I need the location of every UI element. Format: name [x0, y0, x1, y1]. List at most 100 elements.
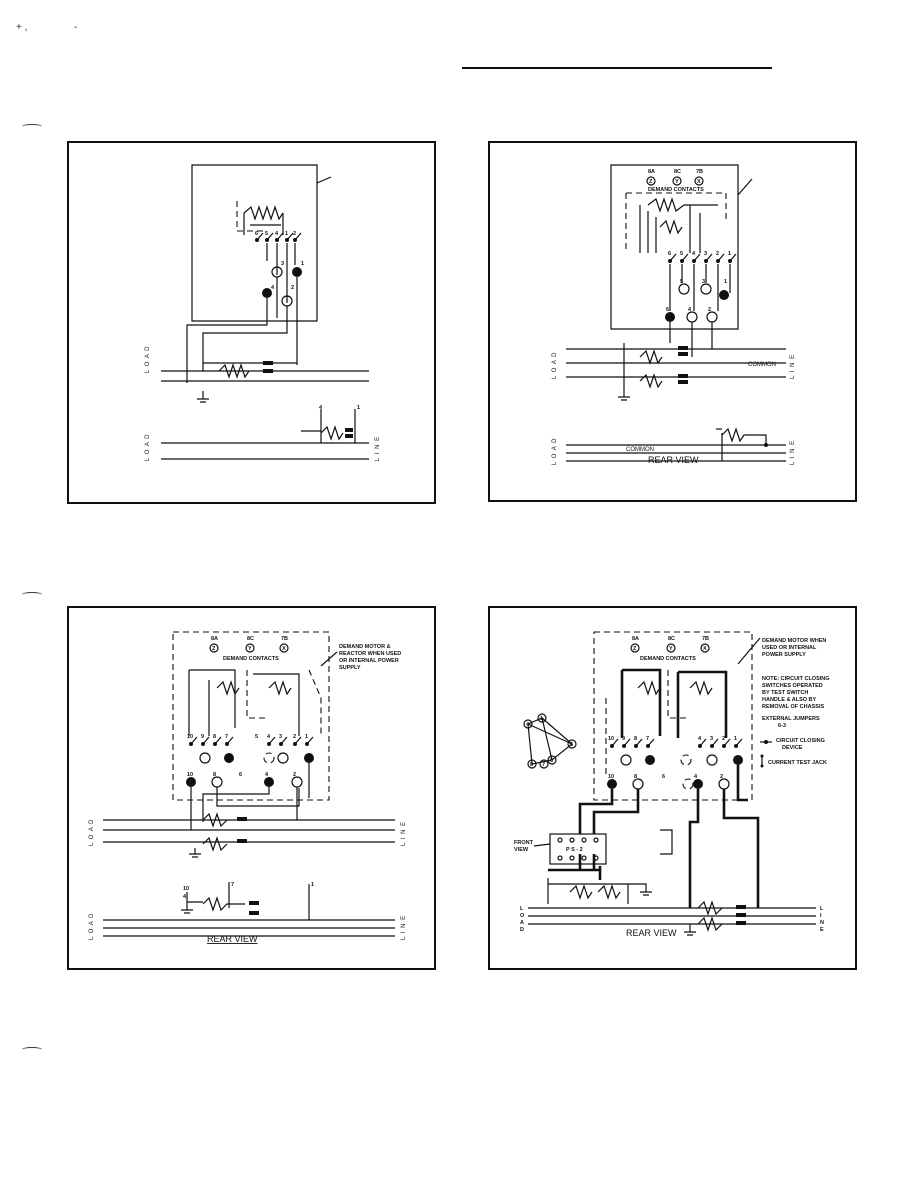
load-letter: A — [520, 920, 524, 926]
demand-circle: Z — [212, 646, 216, 652]
note-switch: BY TEST SWITCH — [762, 690, 808, 696]
margin-mark — [22, 1047, 42, 1052]
demand-tag: 8C — [668, 636, 675, 642]
switch-number: 2 — [293, 231, 296, 237]
jack-number: 4 — [265, 772, 269, 778]
star-number: 1 — [540, 716, 543, 722]
current-test-jack — [682, 778, 694, 790]
switch-number: 3 — [710, 736, 713, 742]
load-label: L O A D — [89, 913, 95, 940]
switch-number: 4 — [692, 251, 696, 257]
switch-number: 8 — [634, 736, 637, 742]
ps-2-terminal-block: P S - 2 — [549, 833, 607, 865]
switch-number: 2 — [293, 734, 296, 740]
demand-tag: 8A — [648, 169, 655, 175]
current-test-jack — [718, 778, 730, 790]
jack-number: 6 — [666, 307, 669, 313]
switch-number: 5 — [265, 231, 268, 237]
line-label: L I N E — [401, 915, 407, 940]
load-label: L O A D — [552, 352, 558, 379]
external-jumpers: EXTERNAL JUMPERS — [762, 716, 820, 722]
demand-contacts-label: DEMAND CONTACTS — [223, 656, 279, 662]
demand-tag: 8C — [247, 636, 254, 642]
switch-number: 5 — [255, 734, 258, 740]
load-letter: L — [520, 906, 524, 912]
line-letter: E — [820, 927, 824, 933]
switch-number: 9 — [622, 736, 625, 742]
jack-number: 2 — [708, 307, 711, 313]
load-label: L O A D — [552, 438, 558, 465]
line-label: L I N E — [375, 436, 381, 461]
jack-number: 8 — [213, 772, 216, 778]
legend-circuit-closing: DEVICE — [782, 745, 803, 751]
ps-2-label: P S - 2 — [566, 847, 583, 853]
line-label: L I N E — [790, 354, 796, 379]
switch-row — [668, 253, 737, 263]
line-letter: I — [820, 913, 822, 919]
terminal-number: 7 — [231, 882, 234, 888]
rear-view-label: REAR VIEW — [648, 455, 699, 465]
current-test-jack — [706, 311, 718, 323]
switch-number: 10 — [608, 736, 614, 742]
note-line: DEMAND MOTOR & — [339, 644, 391, 650]
switch-number: 7 — [225, 734, 228, 740]
demand-tag: 7B — [281, 636, 288, 642]
demand-circle: Z — [649, 179, 653, 185]
demand-circle: X — [282, 646, 286, 652]
current-test-jack — [632, 778, 644, 790]
current-test-jack — [645, 755, 655, 765]
legend-current-test-jack: CURRENT TEST JACK — [768, 760, 827, 766]
terminal-number: 4 — [319, 405, 323, 411]
current-test-jack — [693, 779, 703, 789]
jack-number: 10 — [608, 774, 614, 780]
line-letter: L — [820, 906, 824, 912]
terminal-number: 1 — [311, 882, 314, 888]
current-test-jack — [665, 312, 675, 322]
line-label: L I N E — [790, 440, 796, 465]
note-switch: SWITCHES OPERATED — [762, 683, 823, 689]
note-line: SUPPLY — [339, 665, 361, 671]
demand-contacts-label: DEMAND CONTACTS — [640, 656, 696, 662]
jumper-star-diagram: 4 1 5 6 7 8 — [523, 713, 577, 769]
jack-number: 8 — [634, 774, 637, 780]
current-test-jack — [263, 752, 275, 764]
demand-circle: X — [697, 179, 701, 185]
demand-tag: 7B — [702, 636, 709, 642]
note-switch: NOTE: CIRCUIT CLOSING — [762, 676, 830, 682]
star-number: 6 — [550, 758, 553, 764]
jack-number: 3 — [281, 261, 284, 267]
jack-number: 1 — [301, 261, 304, 267]
load-label: L O A D — [145, 346, 151, 373]
current-test-jack — [733, 755, 743, 765]
switch-number: 2 — [716, 251, 719, 257]
terminal-number: 4 — [183, 894, 187, 900]
jack-number: 2 — [293, 772, 296, 778]
demand-tag: 7B — [696, 169, 703, 175]
note-motor: POWER SUPPLY — [762, 652, 806, 658]
demand-tag: 8A — [632, 636, 639, 642]
star-number: 4 — [526, 722, 530, 728]
switch-number: 4 — [698, 736, 702, 742]
current-test-jack — [607, 779, 617, 789]
current-test-jack — [277, 752, 289, 764]
demand-circle: X — [703, 646, 707, 652]
common-label: COMMON — [748, 362, 776, 368]
current-test-jack — [678, 283, 690, 295]
switch-number: 2 — [722, 736, 725, 742]
line-label: L I N E — [401, 821, 407, 846]
switch-number: 1 — [728, 251, 731, 257]
demand-circle: Y — [675, 179, 679, 185]
jack-number: 2 — [720, 774, 723, 780]
note-switch: HANDLE & ALSO BY — [762, 697, 817, 703]
load-letter: D — [520, 927, 524, 933]
load-letter: O — [520, 913, 525, 919]
switch-number: 3 — [279, 734, 282, 740]
demand-circle: Y — [248, 646, 252, 652]
jack-number: 10 — [187, 772, 193, 778]
wiring-diagram-panel-1: 6 5 4 1 2 3 4 1 2 L O A D 4 1 L O A D L … — [67, 141, 436, 504]
current-test-jack — [686, 311, 698, 323]
current-test-jack — [264, 777, 274, 787]
note-motor: DEMAND MOTOR WHEN — [762, 638, 826, 644]
header-rule — [462, 67, 772, 69]
front-view-label: FRONT — [514, 840, 534, 846]
